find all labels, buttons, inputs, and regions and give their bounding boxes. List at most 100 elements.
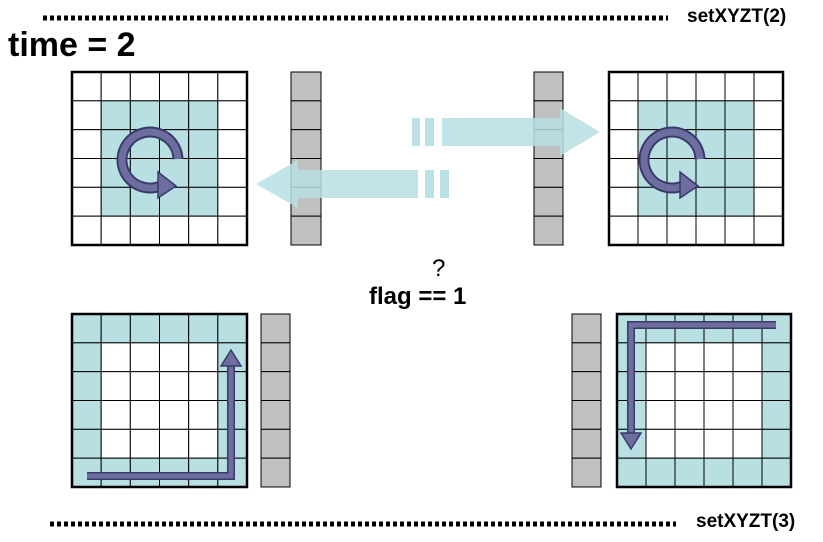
halo-cell bbox=[533, 215, 564, 246]
grid-cell bbox=[100, 428, 131, 459]
halo-cell bbox=[290, 215, 322, 246]
grid-cell bbox=[159, 428, 190, 459]
grid-cell bbox=[71, 100, 102, 131]
halo-column-bottom-left bbox=[260, 313, 291, 488]
halo-cell bbox=[571, 342, 602, 373]
grid-cell bbox=[100, 371, 131, 401]
grid-cell bbox=[753, 215, 784, 246]
grid-cell bbox=[188, 428, 219, 459]
grid-cell bbox=[703, 371, 734, 401]
grid-cell bbox=[159, 313, 190, 344]
grid-cell bbox=[674, 428, 705, 459]
grid-cell bbox=[695, 100, 726, 131]
path-arrow-inner-bottom-left bbox=[87, 362, 234, 479]
grid-cell bbox=[608, 186, 639, 217]
grid-cell bbox=[71, 428, 102, 459]
grid-cell bbox=[217, 158, 248, 188]
path-arrowhead-bottom-left bbox=[219, 348, 243, 367]
grid-cell bbox=[753, 129, 784, 160]
halo-cell bbox=[290, 129, 322, 160]
grid-cell bbox=[732, 371, 763, 401]
grid-cell bbox=[159, 100, 190, 131]
halo-cell bbox=[571, 313, 602, 344]
grid-cell bbox=[71, 371, 102, 401]
grid-cell bbox=[695, 186, 726, 217]
grid-cell bbox=[674, 400, 705, 430]
grid-cell bbox=[100, 400, 131, 430]
grid-cell bbox=[695, 71, 726, 102]
exchange-arrow-right bbox=[412, 108, 600, 156]
grid-cell bbox=[608, 158, 639, 188]
grid-top-right bbox=[607, 70, 785, 247]
grid-cell bbox=[761, 342, 792, 373]
grid-cell bbox=[188, 186, 219, 217]
grid-cell bbox=[71, 215, 102, 246]
grid-cell bbox=[761, 457, 792, 488]
grid-cell bbox=[666, 100, 697, 131]
grid-cell bbox=[217, 186, 248, 217]
grid-cell bbox=[129, 428, 160, 459]
grid-cell bbox=[100, 100, 131, 131]
grid-cell bbox=[724, 215, 755, 246]
grid-cell bbox=[666, 215, 697, 246]
halo-cell bbox=[260, 371, 291, 401]
halo-cell bbox=[571, 371, 602, 401]
grid-cell bbox=[188, 342, 219, 373]
grid-cell bbox=[71, 313, 102, 344]
grid-cell bbox=[129, 313, 160, 344]
grid-cell bbox=[703, 342, 734, 373]
halo-cell bbox=[533, 71, 564, 102]
grid-cell bbox=[71, 342, 102, 373]
grid-cell bbox=[616, 457, 647, 488]
grid-cell bbox=[645, 342, 676, 373]
grid-cell bbox=[188, 158, 219, 188]
grid-cell bbox=[695, 215, 726, 246]
grid-cell bbox=[703, 400, 734, 430]
grid-cell bbox=[637, 71, 668, 102]
exchange-arrow-left bbox=[256, 160, 449, 208]
grid-cell bbox=[753, 71, 784, 102]
halo-cell bbox=[533, 158, 564, 188]
grid-cell bbox=[732, 400, 763, 430]
time-label: time = 2 bbox=[8, 26, 136, 64]
setxyzt-bottom-label: setXYZT(3) bbox=[696, 511, 796, 532]
grid-cell bbox=[71, 400, 102, 430]
grid-cell bbox=[129, 215, 160, 246]
grid-cell bbox=[71, 186, 102, 217]
grid-cell bbox=[724, 100, 755, 131]
rotate-arrowhead-left bbox=[157, 170, 178, 200]
grid-cell bbox=[159, 71, 190, 102]
grid-border bbox=[70, 312, 249, 489]
grid-cell bbox=[732, 428, 763, 459]
halo-cell bbox=[260, 313, 291, 344]
grid-border bbox=[607, 70, 785, 247]
rotate-arrow-inner-right bbox=[640, 128, 704, 192]
grid-cell bbox=[188, 400, 219, 430]
grid-cell bbox=[100, 342, 131, 373]
grid-cell bbox=[188, 129, 219, 160]
grid-cell bbox=[129, 100, 160, 131]
grid-cell bbox=[129, 371, 160, 401]
halo-cell bbox=[290, 71, 322, 102]
grid-cell bbox=[637, 100, 668, 131]
halo-cell bbox=[260, 457, 291, 488]
grid-cell bbox=[724, 158, 755, 188]
grid-cell bbox=[100, 313, 131, 344]
grid-cell bbox=[100, 186, 131, 217]
grid-cell bbox=[159, 342, 190, 373]
grid-cell bbox=[188, 215, 219, 246]
grid-border bbox=[615, 312, 793, 489]
grid-cell bbox=[732, 342, 763, 373]
grid-cell bbox=[608, 100, 639, 131]
grid-cell bbox=[761, 428, 792, 459]
rotate-arrow-inner-left bbox=[118, 128, 182, 192]
grid-cell bbox=[188, 100, 219, 131]
grid-cell bbox=[129, 71, 160, 102]
grid-cell bbox=[724, 129, 755, 160]
halo-cell bbox=[533, 186, 564, 217]
grid-bottom-right bbox=[615, 312, 793, 489]
halo-column-bottom-right bbox=[571, 313, 602, 488]
path-arrowhead-bottom-right bbox=[619, 432, 643, 451]
halo-cell bbox=[260, 428, 291, 459]
halo-column-top-left bbox=[290, 71, 322, 246]
